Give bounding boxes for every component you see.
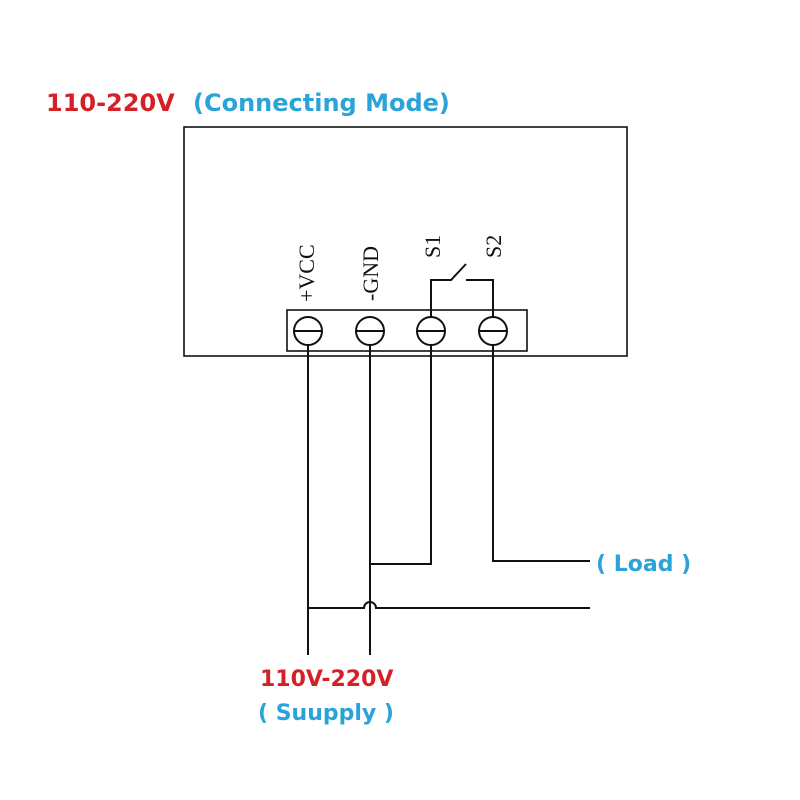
load-label: ( Load ) (596, 552, 691, 577)
relay-switch (430, 263, 494, 320)
wire-s2 (492, 345, 590, 562)
supply-label: ( Suupply ) (258, 701, 394, 726)
terminal-label-s1: S1 (420, 235, 445, 258)
terminal-label-vcc: +VCC (294, 244, 319, 302)
screw-terminal-vcc (293, 316, 323, 346)
title-mode: (Connecting Mode) (193, 89, 450, 117)
screw-terminal-s2 (478, 316, 508, 346)
terminal-label-gnd: -GND (358, 246, 383, 301)
wire-s1 (370, 345, 432, 565)
screw-terminal-gnd (355, 316, 385, 346)
wire-vcc-branch (308, 601, 590, 609)
screw-terminal-s1 (416, 316, 446, 346)
terminal-label-s2: S2 (481, 235, 506, 258)
supply-voltage-label: 110V-220V (260, 667, 393, 692)
title-voltage: 110-220V (46, 89, 175, 117)
